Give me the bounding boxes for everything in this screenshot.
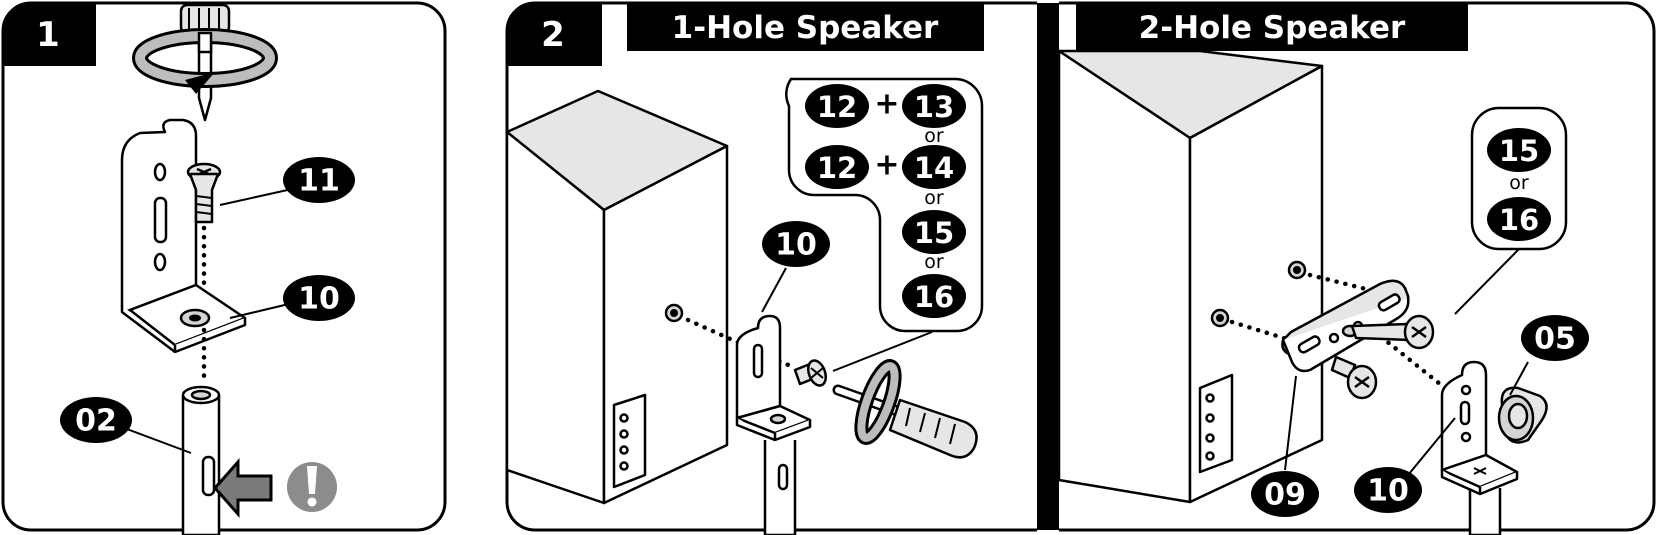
svg-text:14: 14: [914, 151, 954, 185]
screwdriver-icon: [832, 359, 978, 459]
svg-text:12: 12: [817, 90, 857, 124]
svg-text:05: 05: [1534, 322, 1576, 357]
part-label-11: 11: [283, 157, 355, 203]
option-16: [1487, 197, 1551, 241]
insert-arrow-icon: [212, 458, 273, 518]
step-2-number: 2: [541, 15, 565, 55]
knob-05-icon: [1497, 386, 1548, 444]
bracket-on-post: [735, 314, 812, 535]
svg-text:16: 16: [1499, 203, 1539, 237]
speaker-box-1-hole: [505, 89, 729, 505]
svg-text:10: 10: [298, 282, 340, 317]
options-callout-1-hole: [785, 77, 984, 333]
speaker-box-2-hole: [1057, 49, 1324, 504]
part-label-10: 10: [1354, 467, 1422, 513]
svg-text:+: +: [874, 87, 899, 122]
title-2-hole: 2-Hole Speaker: [1139, 10, 1406, 46]
svg-text:15: 15: [1499, 134, 1539, 168]
title-1-hole: 1-Hole Speaker: [672, 10, 939, 46]
screw-icon: [1330, 355, 1378, 400]
screw-icon: [793, 359, 827, 387]
svg-text:11: 11: [298, 164, 340, 199]
svg-text:10: 10: [775, 228, 817, 263]
part-label-05: 05: [1521, 315, 1589, 361]
option-row-2: 12 + 14: [805, 145, 966, 189]
svg-text:09: 09: [1264, 478, 1306, 513]
svg-text:+: +: [874, 148, 899, 183]
or-label: or: [1509, 172, 1529, 194]
svg-text:16: 16: [914, 280, 954, 314]
bracket-on-post: [1440, 360, 1519, 535]
option-row-4: 16: [902, 274, 966, 318]
svg-text:10: 10: [1367, 474, 1409, 509]
or-label: or: [924, 251, 944, 273]
part-label-10: 10: [283, 275, 355, 321]
panel-3: 2-Hole Speaker: [1057, 1, 1656, 535]
step-2-tab: [507, 3, 602, 66]
option-15: [1487, 128, 1551, 172]
panel-1: 1: [1, 1, 447, 535]
panel-2: 2 1-Hole Speaker: [505, 1, 1037, 535]
panel-divider: [1037, 3, 1059, 530]
screw-icon: [1350, 314, 1435, 350]
screwdriver-tip-icon: [132, 3, 278, 122]
svg-text:13: 13: [914, 90, 954, 124]
step-1-tab: [3, 3, 96, 66]
post-02: [181, 385, 221, 535]
screw-11-icon: [186, 162, 222, 224]
option-row-3: 15: [902, 210, 966, 254]
svg-text:02: 02: [75, 404, 117, 439]
or-label: or: [924, 187, 944, 209]
or-label: or: [924, 125, 944, 147]
part-label-10: 10: [762, 221, 830, 267]
part-label-02: 02: [60, 397, 132, 443]
option-row-1: 12 + 13: [805, 84, 966, 128]
step-1-number: 1: [36, 15, 60, 55]
svg-text:12: 12: [817, 151, 857, 185]
l-bracket-10: [120, 118, 247, 354]
part-label-09: 09: [1251, 471, 1319, 517]
svg-text:15: 15: [914, 216, 954, 250]
title-2-hole-bar: [1076, 3, 1468, 51]
warning-icon: [287, 462, 337, 512]
title-1-hole-bar: [627, 3, 984, 51]
